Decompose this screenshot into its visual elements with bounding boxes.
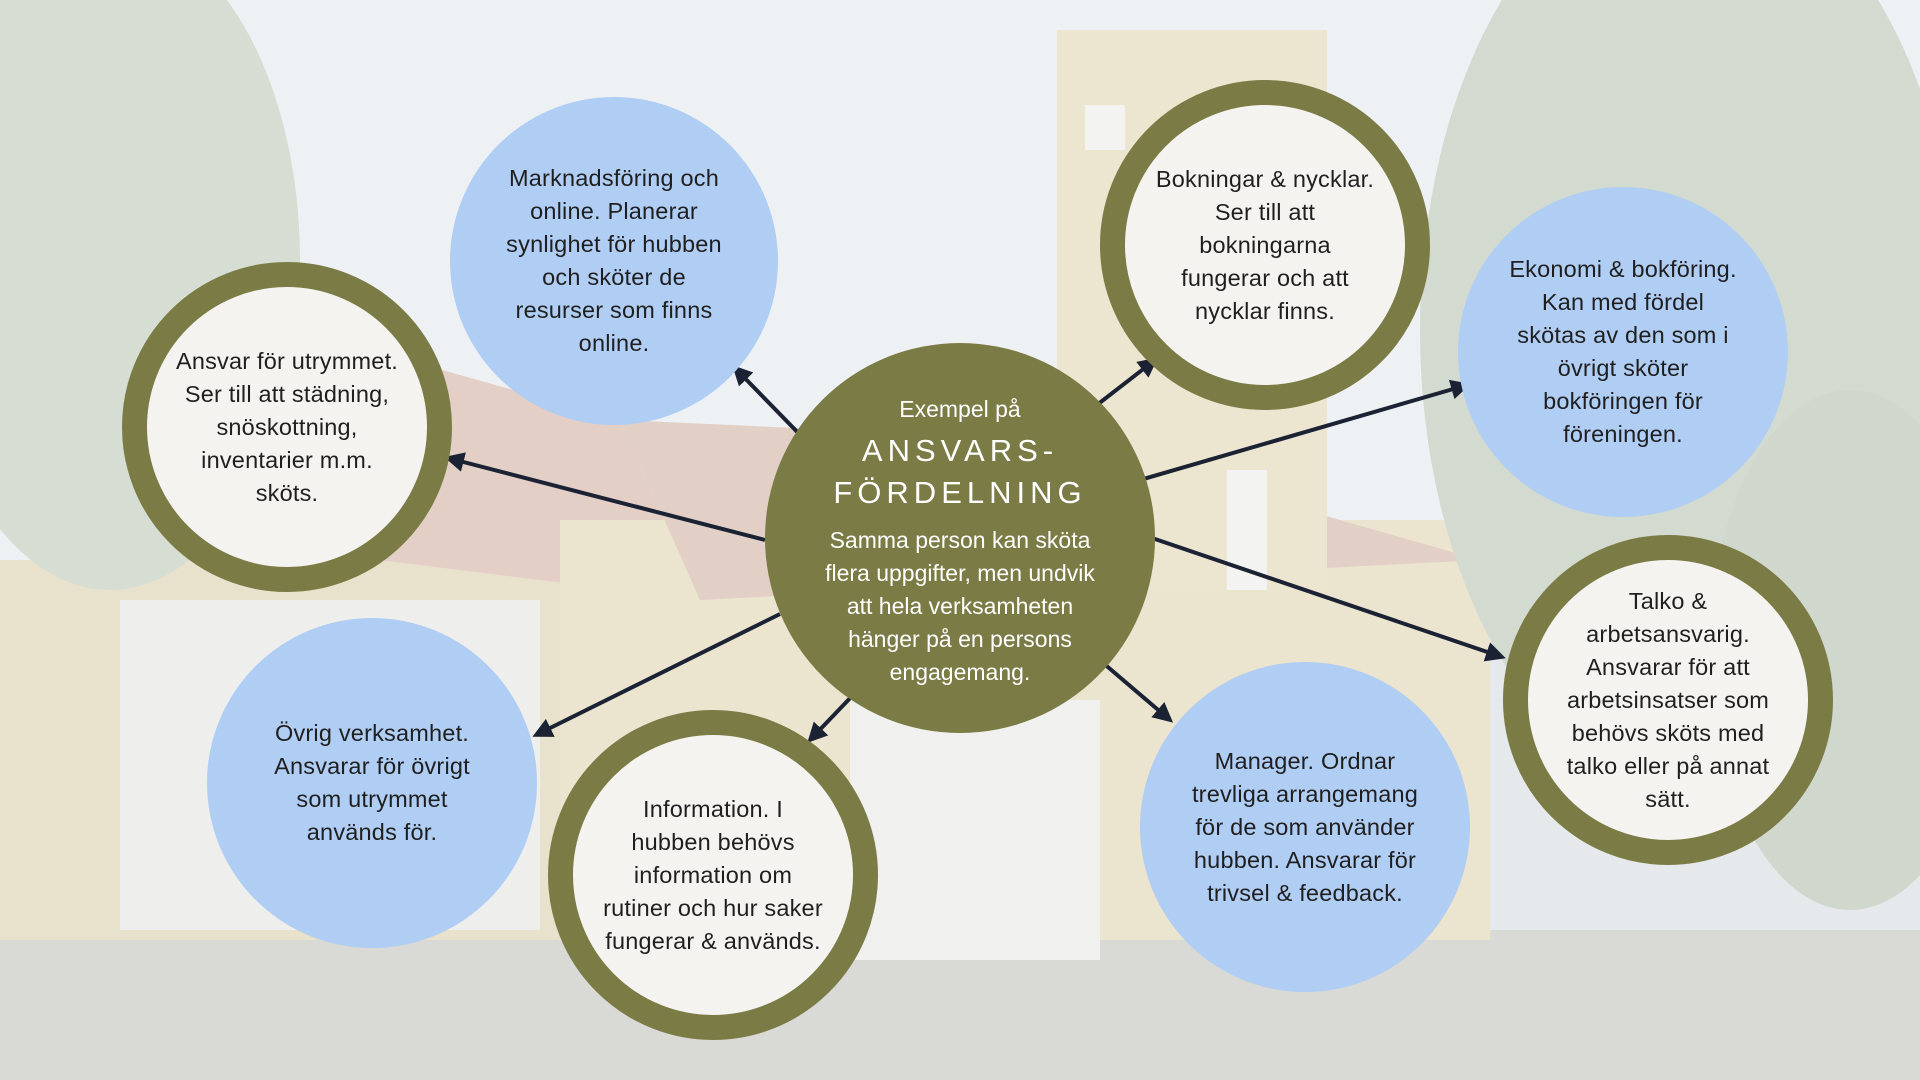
center-intro: Exempel på <box>899 395 1021 422</box>
node-manager-text: Manager. Ordnar trevliga arrangemang för… <box>1191 747 1419 906</box>
arrow-to-other <box>532 612 781 737</box>
node-marketing: Marknadsföring och online. Planerar synl… <box>450 97 778 425</box>
center-node: Exempel på ANSVARS- FÖRDELNING Samma per… <box>765 343 1155 733</box>
node-economy: Ekonomi & bokföring. Kan med fördel sköt… <box>1458 187 1788 517</box>
node-information: Information. I hubben behövs information… <box>548 710 878 1040</box>
arrow-to-information <box>807 691 857 743</box>
center-body: Samma person kan sköta flera uppgifter, … <box>825 526 1095 685</box>
node-other-text: Övrig verksamhet. Ansvarar för övrigt so… <box>274 720 470 845</box>
node-space: Ansvar för utrymmet. Ser till att städni… <box>122 262 452 592</box>
node-information-text: Information. I hubben behövs information… <box>603 795 823 954</box>
node-bookings: Bokningar & nycklar. Ser till att boknin… <box>1100 80 1430 410</box>
node-talko-text: Talko & arbetsansvarig. Ansvarar för att… <box>1566 587 1770 812</box>
node-space-text: Ansvar för utrymmet. Ser till att städni… <box>175 347 399 506</box>
arrow-to-bookings <box>1091 357 1159 410</box>
arrow-to-space <box>444 452 766 542</box>
node-marketing-text: Marknadsföring och online. Planerar synl… <box>506 165 722 356</box>
node-talko: Talko & arbetsansvarig. Ansvarar för att… <box>1503 535 1833 865</box>
node-other: Övrig verksamhet. Ansvarar för övrigt so… <box>207 618 537 948</box>
center-title-line1: ANSVARS- <box>861 432 1059 468</box>
center-title-line2: FÖRDELNING <box>833 474 1087 510</box>
arrow-to-manager <box>1100 660 1174 723</box>
arrow-to-economy <box>1139 379 1471 482</box>
node-economy-text: Ekonomi & bokföring. Kan med fördel sköt… <box>1509 256 1737 447</box>
node-manager: Manager. Ordnar trevliga arrangemang för… <box>1140 662 1470 992</box>
node-bookings-text: Bokningar & nycklar. Ser till att boknin… <box>1155 165 1375 324</box>
arrow-to-talko <box>1151 536 1506 662</box>
